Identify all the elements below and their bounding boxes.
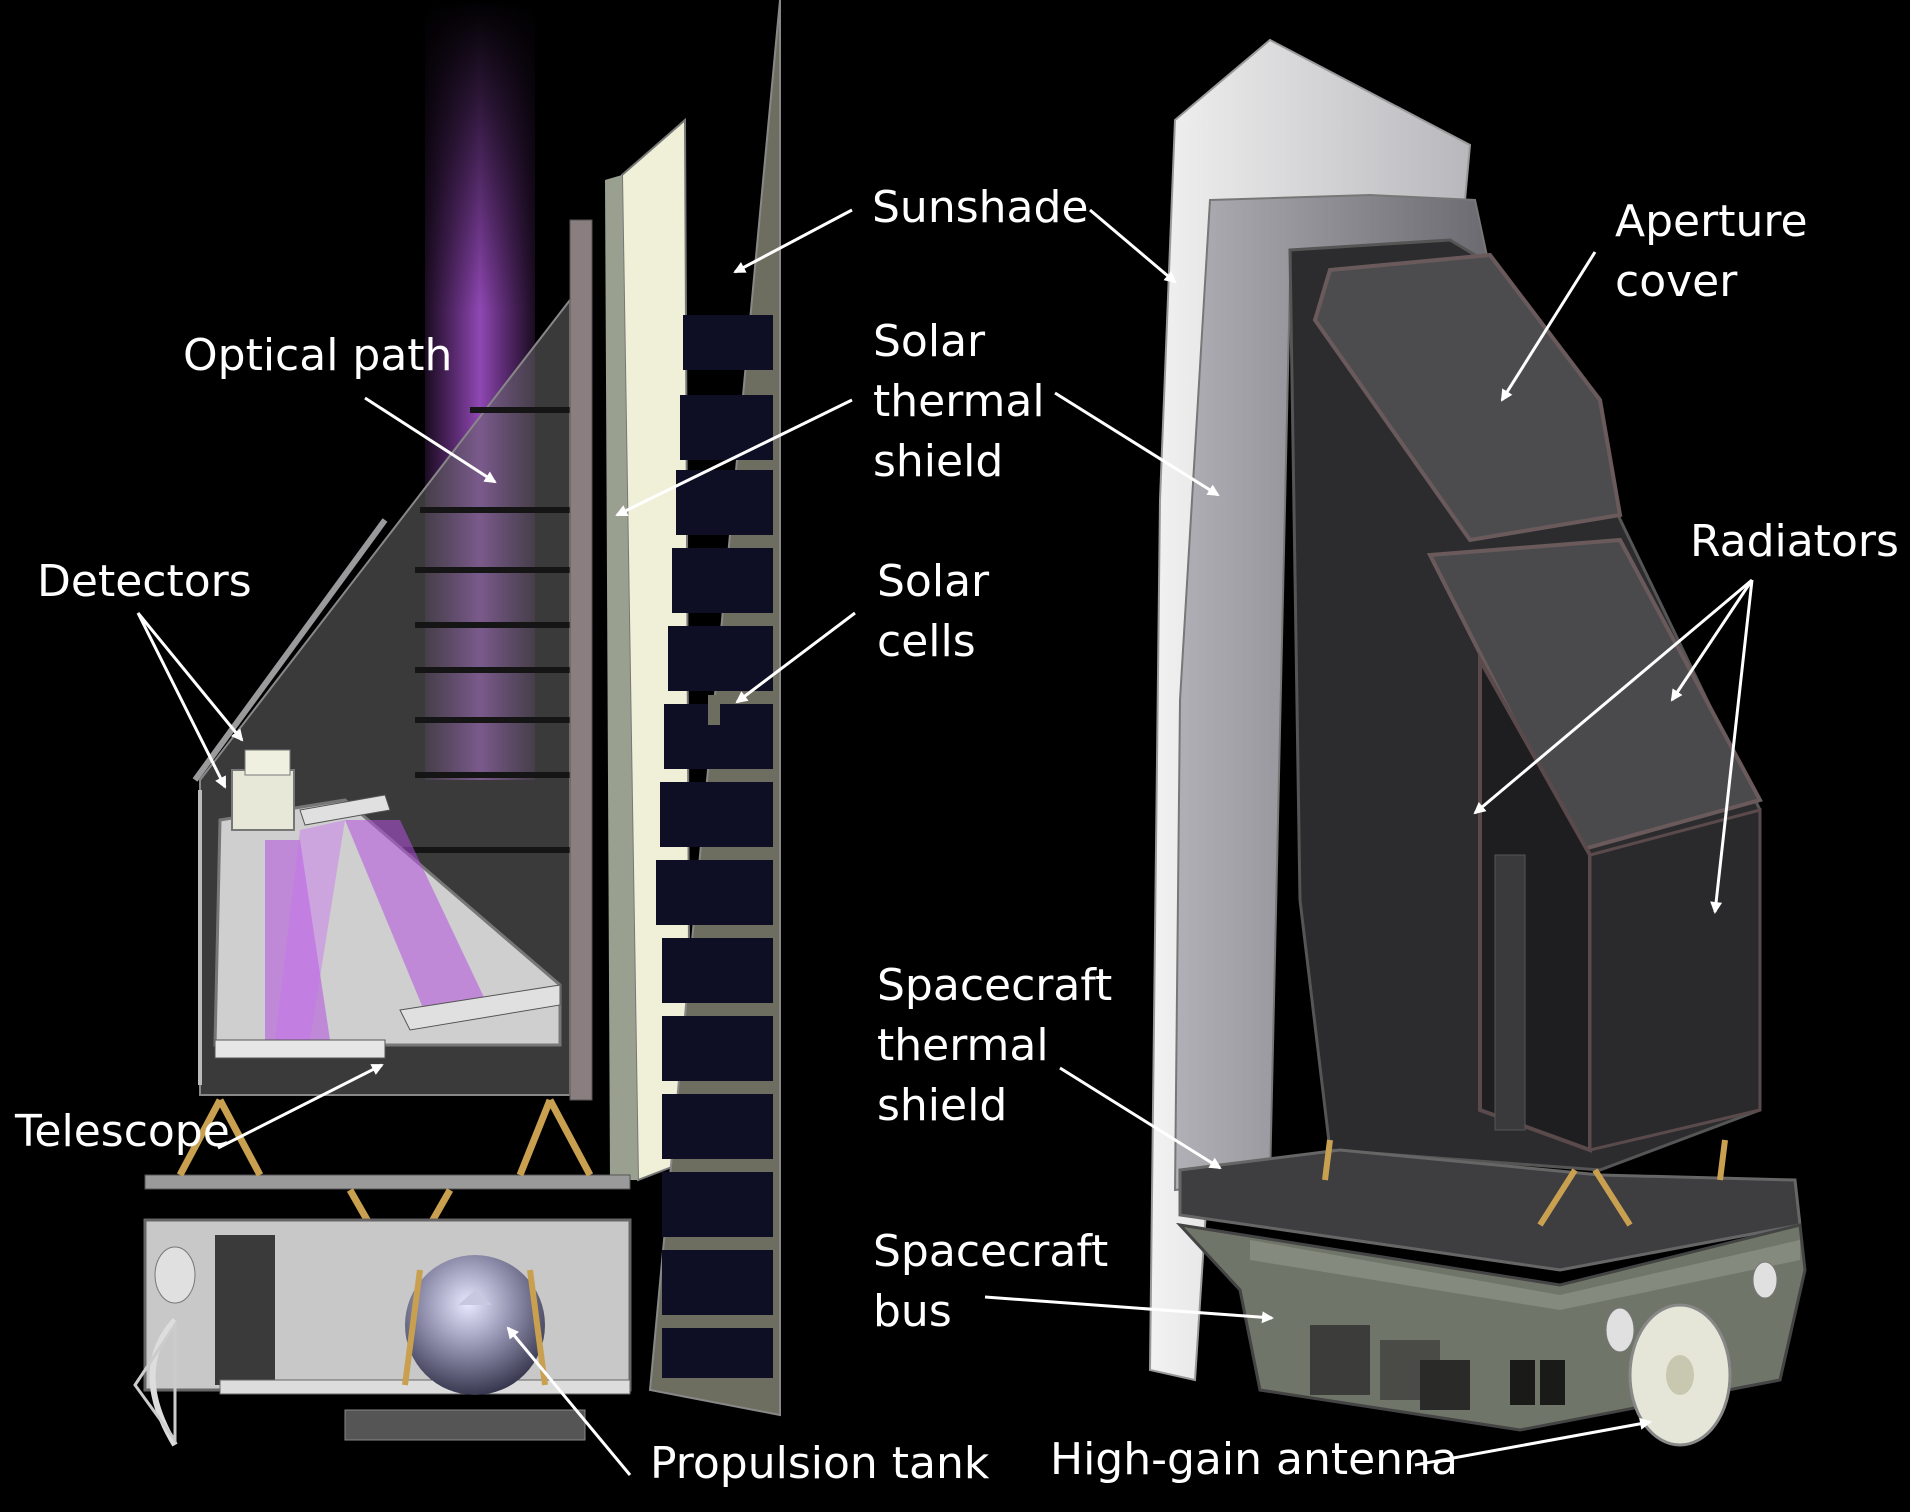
arrow-optical-path xyxy=(364,396,497,484)
label-aperture-cover-line2: cover xyxy=(1615,256,1738,307)
arrow-high-gain-antenna xyxy=(1414,1417,1652,1467)
arrow-aperture-cover xyxy=(1500,251,1597,402)
arrow-spacecraft-thermal-shield xyxy=(1059,1066,1222,1170)
detectors-block xyxy=(231,769,295,831)
label-telescope: Telescope xyxy=(15,1106,230,1157)
arrow-solar-thermal-shield-left xyxy=(615,398,853,517)
arrow-solar-cells xyxy=(735,611,856,704)
upper-deck xyxy=(144,1174,631,1190)
label-solar-thermal-shield-line1: Solar xyxy=(873,316,986,367)
aperture-cover xyxy=(1312,252,1623,543)
label-solar-cells-line2: cells xyxy=(877,616,976,667)
label-high-gain-antenna: High-gain antenna xyxy=(1050,1434,1458,1485)
arrow-radiators-3 xyxy=(1710,579,1754,914)
label-sunshade: Sunshade xyxy=(872,182,1089,233)
label-aperture-cover: Aperture cover xyxy=(1615,192,1808,312)
spacecraft-thermal-shield xyxy=(1178,1148,1802,1272)
solar-cells-array xyxy=(656,315,773,1378)
arrow-telescope xyxy=(217,1063,384,1150)
label-aperture-cover-line1: Aperture xyxy=(1615,196,1808,247)
label-solar-thermal-shield: Solar thermal shield xyxy=(873,312,1045,492)
arrow-spacecraft-bus xyxy=(984,1295,1274,1324)
label-spacecraft-thermal-shield-line3: shield xyxy=(877,1080,1008,1131)
radiator-panel-front xyxy=(1588,808,1762,1152)
arrow-sunshade-left xyxy=(733,208,853,274)
arrow-detectors-1 xyxy=(136,612,244,742)
label-solar-thermal-shield-line3: shield xyxy=(873,436,1004,487)
right-spacecraft-view xyxy=(1148,38,1807,1447)
label-optical-path: Optical path xyxy=(183,330,453,381)
label-solar-thermal-shield-line2: thermal xyxy=(873,376,1045,427)
label-spacecraft-bus-line1: Spacecraft xyxy=(873,1226,1109,1277)
arrow-propulsion-tank xyxy=(506,1326,632,1476)
label-radiators: Radiators xyxy=(1690,516,1899,567)
label-spacecraft-bus-line2: bus xyxy=(873,1286,952,1337)
support-struts xyxy=(176,1098,594,1227)
arrow-radiators-2 xyxy=(1670,579,1754,702)
label-spacecraft-bus: Spacecraft bus xyxy=(873,1222,1108,1342)
arrow-detectors-2 xyxy=(136,612,227,789)
label-spacecraft-thermal-shield: Spacecraft thermal shield xyxy=(877,956,1112,1136)
label-spacecraft-thermal-shield-line1: Spacecraft xyxy=(877,960,1113,1011)
arrow-radiators-1 xyxy=(1473,578,1753,815)
left-spacecraft-view xyxy=(133,0,781,1447)
arrow-sunshade-right xyxy=(1089,208,1177,284)
label-solar-cells: Solar cells xyxy=(877,552,989,672)
pointer-arrows xyxy=(136,208,1754,1476)
arrow-solar-thermal-shield-right xyxy=(1054,391,1220,497)
label-propulsion-tank: Propulsion tank xyxy=(650,1438,990,1489)
label-detectors: Detectors xyxy=(37,556,252,607)
label-solar-cells-line1: Solar xyxy=(877,556,990,607)
label-spacecraft-thermal-shield-line2: thermal xyxy=(877,1020,1049,1071)
propulsion-tank xyxy=(405,1255,545,1395)
